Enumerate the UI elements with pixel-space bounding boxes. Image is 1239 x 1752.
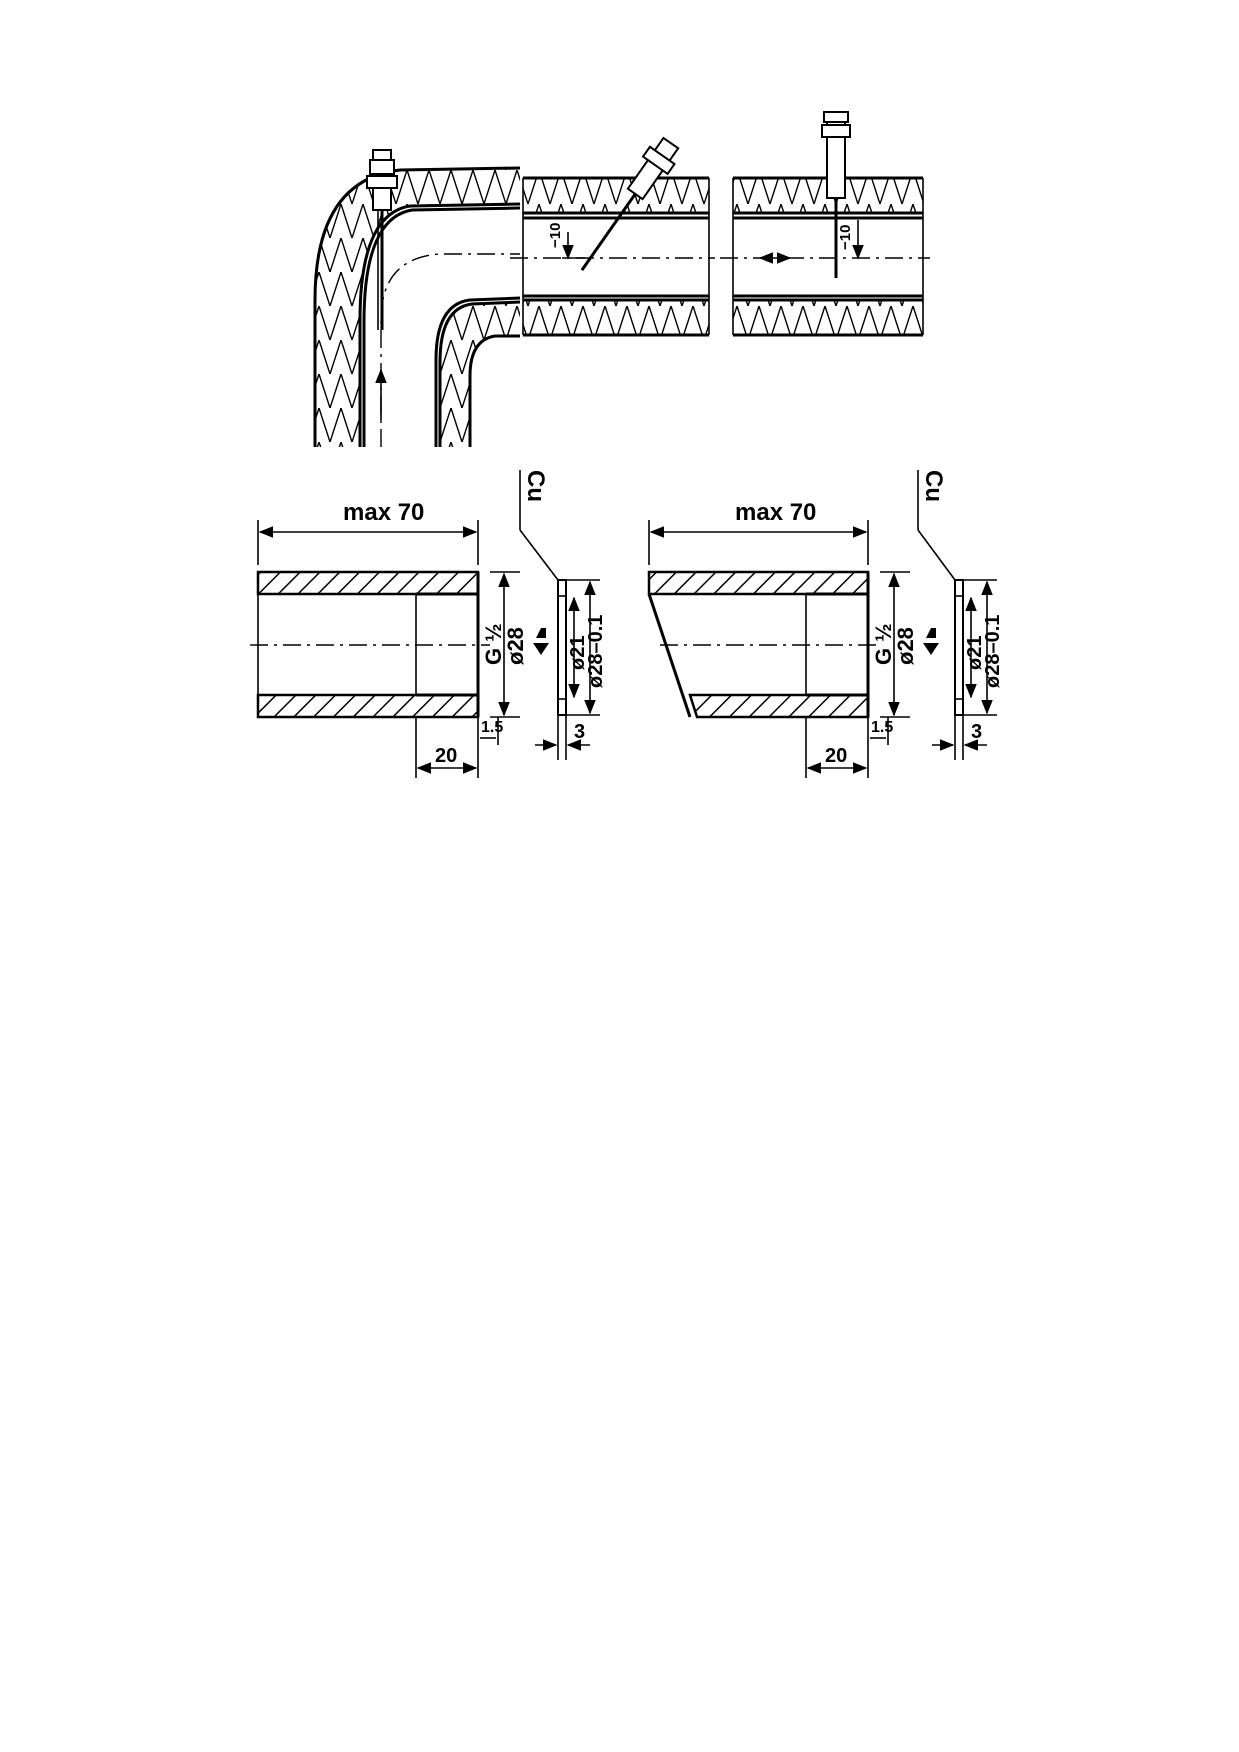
elbow-installation-view xyxy=(313,149,521,447)
inner-diameter-label: ø21 xyxy=(567,636,589,670)
straight-socket-view: max 70 G ½ ø28 Cu ø21 ø28–0.1 xyxy=(250,470,607,778)
outer-diameter-label: ø28 xyxy=(503,627,528,665)
inner-diameter-label-2: ø21 xyxy=(964,636,986,670)
chamfer-label-2: 1.5 xyxy=(871,719,893,736)
washer-thickness-label: 3 xyxy=(574,721,585,743)
length-label-2: max 70 xyxy=(735,499,816,526)
washer-diameter-label-2: ø28–0.1 xyxy=(982,615,1004,688)
perpendicular-installation-view: −10 xyxy=(720,111,930,337)
thread-label-2: G ½ xyxy=(871,623,896,665)
thread-length-label-2: 20 xyxy=(825,745,847,767)
insertion-depth-label: −10 xyxy=(547,223,564,248)
material-label: Cu xyxy=(522,470,549,502)
outer-diameter-label-2: ø28 xyxy=(893,627,918,665)
material-label-2: Cu xyxy=(920,470,947,502)
inclined-installation-view: −10 xyxy=(510,136,715,337)
washer-diameter-label: ø28–0.1 xyxy=(585,615,607,688)
thread-length-label: 20 xyxy=(435,745,457,767)
washer-thickness-label-2: 3 xyxy=(971,721,982,743)
angled-socket-view: max 70 G ½ ø28 Cu ø21 ø28–0.1 20 xyxy=(647,470,1004,778)
thread-label: G ½ xyxy=(481,623,506,665)
insertion-depth-label-2: −10 xyxy=(837,225,854,250)
length-label: max 70 xyxy=(343,499,424,526)
chamfer-label: 1.5 xyxy=(481,719,503,736)
